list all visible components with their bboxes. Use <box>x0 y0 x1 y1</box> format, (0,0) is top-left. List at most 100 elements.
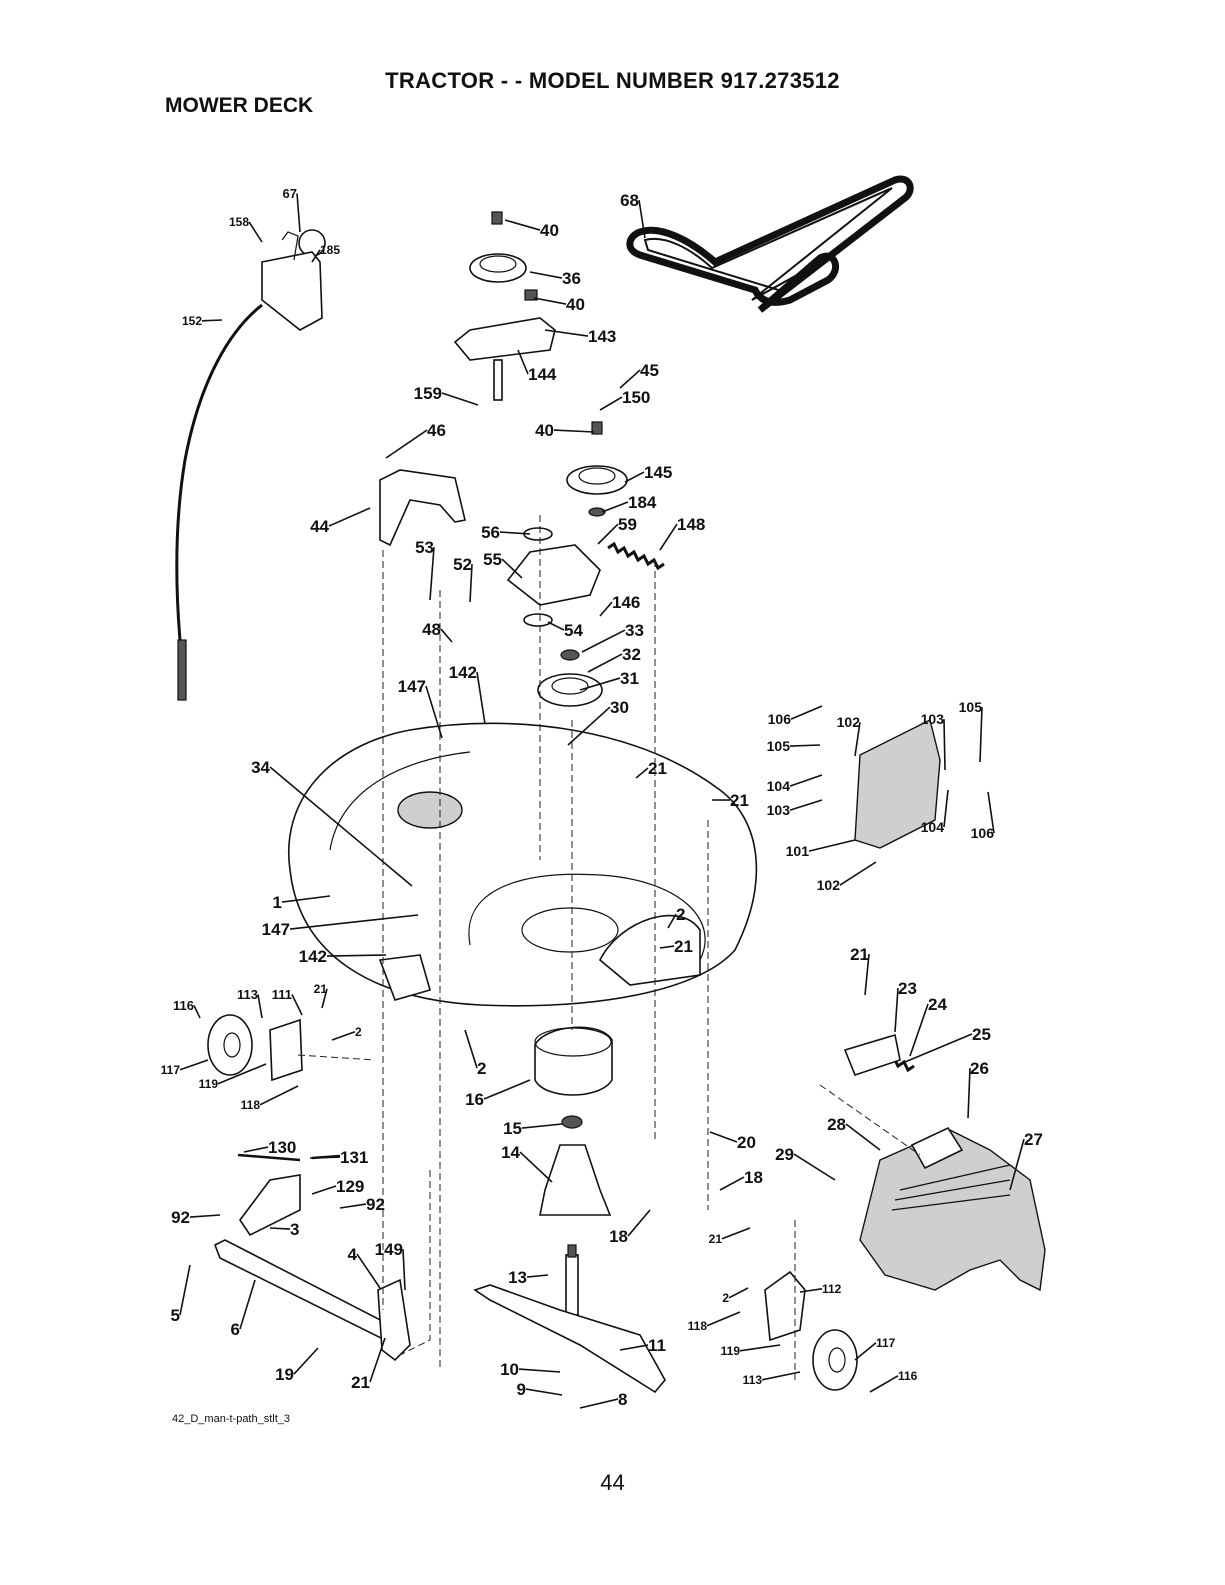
part-callout: 117 <box>876 1336 896 1350</box>
part-callout: 8 <box>618 1390 627 1409</box>
leader-line <box>289 914 419 930</box>
part-callout: 46 <box>427 421 446 440</box>
part-callout: 142 <box>299 947 327 966</box>
part-callout: 11 <box>648 1336 666 1355</box>
part-callout: 21 <box>648 759 667 778</box>
part-callout: 106 <box>971 825 995 841</box>
leader-line <box>526 1274 549 1278</box>
leader-line <box>369 1337 386 1383</box>
part-callout: 152 <box>182 314 202 328</box>
leader-line <box>979 707 983 763</box>
leader-line <box>544 329 589 337</box>
part-callout: 103 <box>767 802 791 818</box>
leader-line <box>869 1375 899 1393</box>
leader-line <box>909 1003 929 1057</box>
part-callout: 184 <box>628 493 657 512</box>
leader-line <box>790 705 823 720</box>
drive-belt <box>626 175 914 313</box>
leader-line <box>518 1368 561 1373</box>
part-callout: 55 <box>483 550 502 569</box>
part-callout: 102 <box>817 877 841 893</box>
leader-line <box>761 1371 801 1381</box>
part-callout: 21 <box>674 937 693 956</box>
leader-line <box>440 628 453 643</box>
leader-line <box>854 1342 877 1361</box>
part-callout: 16 <box>465 1090 484 1109</box>
part-callout: 21 <box>314 982 328 996</box>
part-callout: 147 <box>398 677 426 696</box>
leader-line <box>331 1031 356 1041</box>
part-callout: 13 <box>508 1268 527 1287</box>
part-callout: 31 <box>620 669 639 688</box>
part-callout: 4 <box>348 1245 358 1264</box>
leader-line <box>269 766 413 887</box>
part-callout: 21 <box>351 1373 370 1392</box>
part-callout: 27 <box>1024 1130 1043 1149</box>
part-callout: 5 <box>171 1306 180 1325</box>
leader-line <box>943 719 946 771</box>
leader-line <box>179 1264 191 1316</box>
leader-line <box>248 221 263 243</box>
part-callout: 111 <box>272 987 292 1002</box>
blade-spindle <box>534 1026 613 1316</box>
part-callout: 118 <box>241 1098 261 1112</box>
leader-line <box>709 1131 738 1143</box>
height-bracket <box>843 1033 901 1076</box>
leader-line <box>293 1347 319 1375</box>
leader-line <box>257 994 263 1019</box>
leader-line <box>483 1079 531 1100</box>
idler-pulley-upper <box>453 211 556 401</box>
part-callout: 144 <box>528 365 557 384</box>
part-callout: 104 <box>921 819 945 835</box>
part-callout: 18 <box>609 1227 628 1246</box>
leader-line <box>281 895 331 903</box>
leader-line <box>311 1185 337 1195</box>
leader-line <box>659 945 675 949</box>
leader-line <box>624 471 645 483</box>
belt-guard <box>379 469 466 547</box>
part-callout: 29 <box>775 1145 794 1164</box>
part-callout: 143 <box>588 327 616 346</box>
leader-line <box>706 1311 741 1327</box>
leader-line <box>619 1344 649 1351</box>
leader-line <box>547 621 565 631</box>
leader-line <box>719 1176 745 1191</box>
leader-line <box>519 1151 553 1183</box>
leader-line <box>904 1033 973 1063</box>
part-callout: 24 <box>928 995 947 1014</box>
part-callout: 59 <box>618 515 637 534</box>
part-callout: 54 <box>564 621 583 640</box>
leader-line <box>189 1214 221 1218</box>
lift-handle-assembly <box>175 229 326 701</box>
part-callout: 3 <box>290 1220 299 1239</box>
part-callout: 146 <box>612 593 640 612</box>
gauge-wheel-left <box>207 1014 303 1082</box>
part-callout: 45 <box>640 361 659 380</box>
leader-line <box>533 297 567 305</box>
part-callout: 23 <box>898 979 917 998</box>
leader-line <box>499 531 531 535</box>
spindle-pulley <box>537 649 603 707</box>
part-callout: 106 <box>768 711 792 727</box>
part-callout: 28 <box>827 1115 846 1134</box>
leader-line <box>845 1123 881 1151</box>
part-callout: 25 <box>972 1025 991 1044</box>
part-callout: 131 <box>340 1148 368 1167</box>
leader-line <box>339 1203 367 1209</box>
leader-line <box>441 392 479 406</box>
leader-line <box>269 1227 291 1230</box>
part-callout: 105 <box>959 699 983 715</box>
leader-line <box>864 953 870 996</box>
leader-line <box>789 799 823 811</box>
leader-line <box>579 677 621 691</box>
part-callout: 116 <box>898 1369 918 1383</box>
part-callout: 158 <box>229 215 249 229</box>
part-callout: 103 <box>921 711 945 727</box>
leader-line <box>525 1388 563 1396</box>
part-callout: 20 <box>737 1133 756 1152</box>
part-callout: 119 <box>721 1344 741 1358</box>
part-callout: 118 <box>688 1319 708 1333</box>
leader-line <box>597 523 619 545</box>
leader-line <box>599 601 613 617</box>
section-title: MOWER DECK <box>165 94 314 117</box>
